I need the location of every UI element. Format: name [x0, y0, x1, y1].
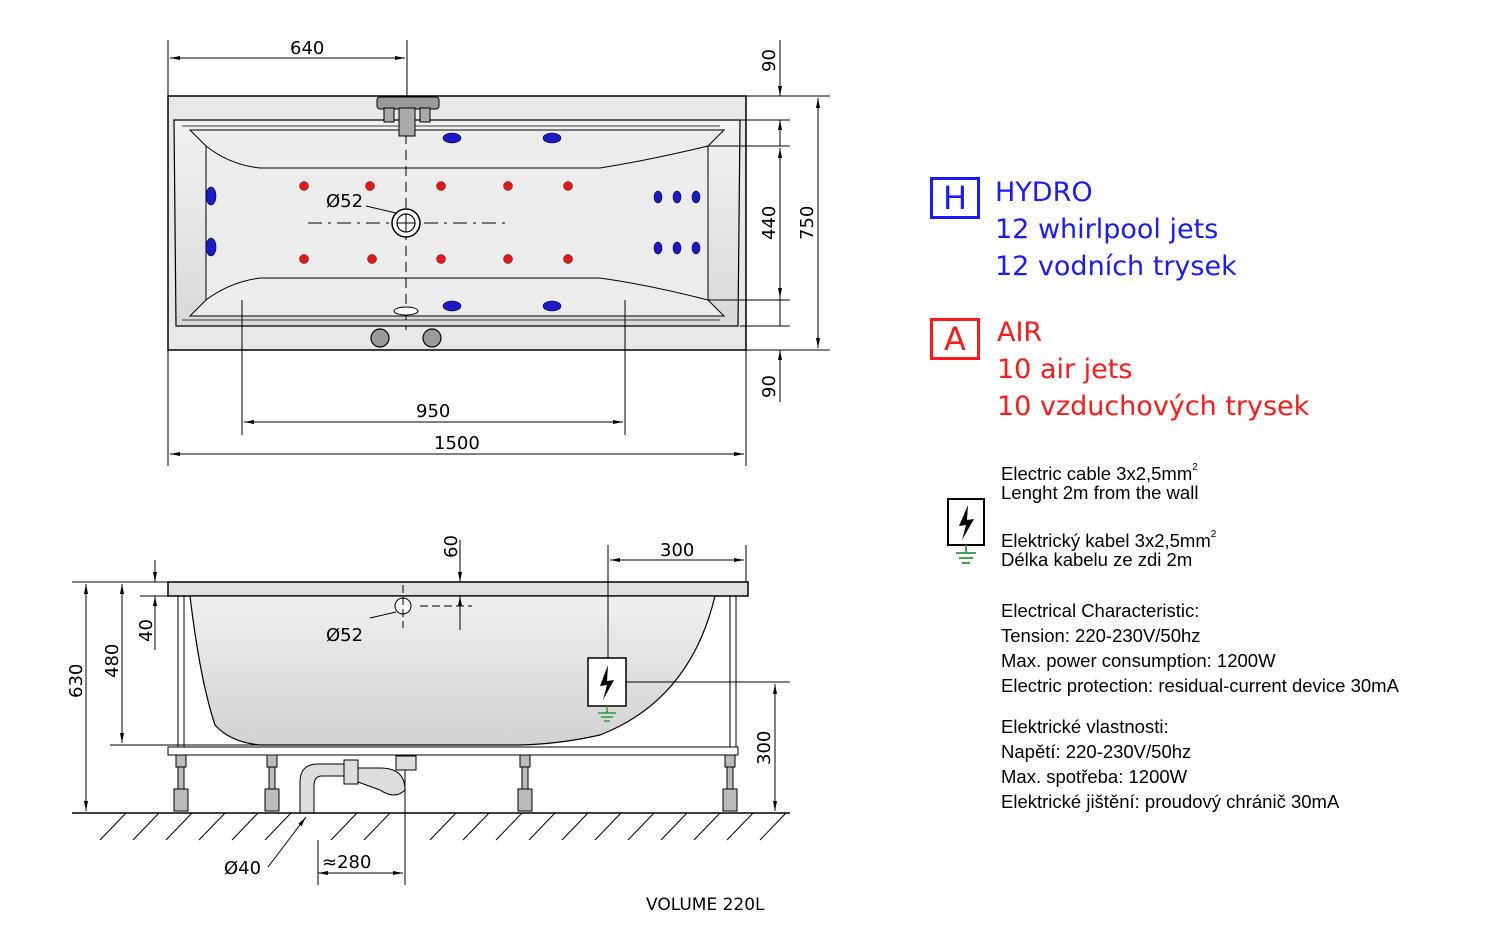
volume-label: VOLUME 220L	[646, 895, 765, 915]
hydro-line-2: 12 vodních trysek	[995, 251, 1237, 282]
dim-90-bottom: 90	[759, 375, 780, 398]
dim-750: 750	[797, 206, 818, 240]
hydro-badge: H	[930, 177, 980, 219]
dim-90-top: 90	[759, 49, 780, 72]
dim-40: 40	[136, 619, 157, 642]
air-jet-icon	[436, 181, 446, 191]
air-jet-icon	[563, 181, 573, 191]
hydro-jet-icon	[442, 132, 462, 144]
cable-spec-cz: Elektrický kabel 3x2,5mm2	[1001, 522, 1216, 553]
air-line-1: 10 air jets	[997, 354, 1133, 385]
char-en-tension: Tension: 220-230V/50hz	[1001, 625, 1201, 646]
hydro-jet-icon	[542, 300, 562, 312]
air-jet-icon	[436, 254, 446, 264]
air-badge: A	[930, 318, 980, 360]
hydro-jet-icon	[691, 241, 701, 255]
dim-1500: 1500	[434, 433, 480, 454]
air-jets	[299, 181, 573, 264]
cable-en-text: Electric cable 3x2,5mm	[1001, 463, 1193, 484]
air-jet-icon	[503, 181, 513, 191]
cable-en-sup: 2	[1192, 462, 1198, 473]
dim-480: 480	[102, 644, 123, 678]
char-cz-power: Max. spotřeba: 1200W	[1001, 766, 1188, 787]
hydro-jet-icon	[205, 237, 217, 257]
air-jet-icon	[365, 181, 375, 191]
dim-300-top: 300	[660, 540, 694, 561]
control-knob-icon	[370, 328, 390, 348]
cable-length-cz: Délka kabelu ze zdi 2m	[1001, 549, 1193, 570]
legs	[173, 754, 738, 812]
char-cz-title: Elektrické vlastnosti:	[1001, 716, 1169, 737]
drain-icon	[391, 208, 421, 238]
dim-950: 950	[416, 401, 450, 422]
tub-body	[189, 595, 716, 746]
top-view: 640 90 440 750 90 950 1500 Ø52	[167, 38, 830, 466]
char-en-power: Max. power consumption: 1200W	[1001, 650, 1276, 671]
hydro-jet-icon	[653, 190, 663, 204]
cable-cz-text: Elektrický kabel 3x2,5mm	[1001, 530, 1211, 551]
cable-length-en: Lenght 2m from the wall	[1001, 482, 1199, 503]
air-title: AIR	[997, 317, 1043, 348]
char-cz-protection: Elektrické jištění: proudový chránič 30m…	[1001, 791, 1340, 812]
dim-pipe-diameter: Ø40	[224, 858, 261, 879]
dim-280: ≈280	[322, 852, 371, 873]
hydro-title: HYDRO	[995, 177, 1093, 208]
hydro-jet-icon	[442, 300, 462, 312]
air-jet-icon	[299, 181, 309, 191]
air-jet-icon	[563, 254, 573, 264]
char-en-protection: Electric protection: residual-current de…	[1001, 675, 1399, 696]
hydro-jet-icon	[205, 186, 217, 206]
faucet-icon	[376, 96, 440, 137]
control-knob-icon	[422, 328, 442, 348]
dim-640: 640	[290, 38, 324, 59]
hydro-jet-icon	[691, 190, 701, 204]
side-view: 60 300 40 480 630 300 Ø52 Ø40 ≈280 VOLUM…	[66, 535, 790, 915]
char-en-title: Electrical Characteristic:	[1001, 600, 1200, 621]
dim-drain-diameter: Ø52	[326, 191, 363, 212]
air-jet-icon	[367, 254, 377, 264]
hydro-jet-icon	[542, 132, 562, 144]
dim-300-right: 300	[754, 731, 775, 765]
floor-hatching	[99, 812, 787, 841]
char-cz-tension: Napětí: 220-230V/50hz	[1001, 741, 1192, 762]
air-jet-icon	[299, 254, 309, 264]
cable-cz-sup: 2	[1210, 529, 1217, 540]
air-jet-icon	[503, 254, 513, 264]
siphon	[299, 755, 417, 814]
electric-hazard-icon	[947, 498, 985, 564]
air-line-2: 10 vzduchových trysek	[997, 391, 1310, 422]
hydro-line-1: 12 whirlpool jets	[995, 214, 1219, 245]
dim-drain-diameter-side: Ø52	[326, 625, 363, 646]
dim-440: 440	[759, 206, 780, 240]
hydro-jet-icon	[653, 241, 663, 255]
cable-spec-en: Electric cable 3x2,5mm2	[1001, 455, 1198, 486]
dim-630: 630	[66, 664, 87, 698]
hydro-jet-icon	[672, 190, 682, 204]
hydro-jets	[205, 132, 701, 312]
dim-60: 60	[441, 535, 462, 558]
hydro-jet-icon	[672, 241, 682, 255]
